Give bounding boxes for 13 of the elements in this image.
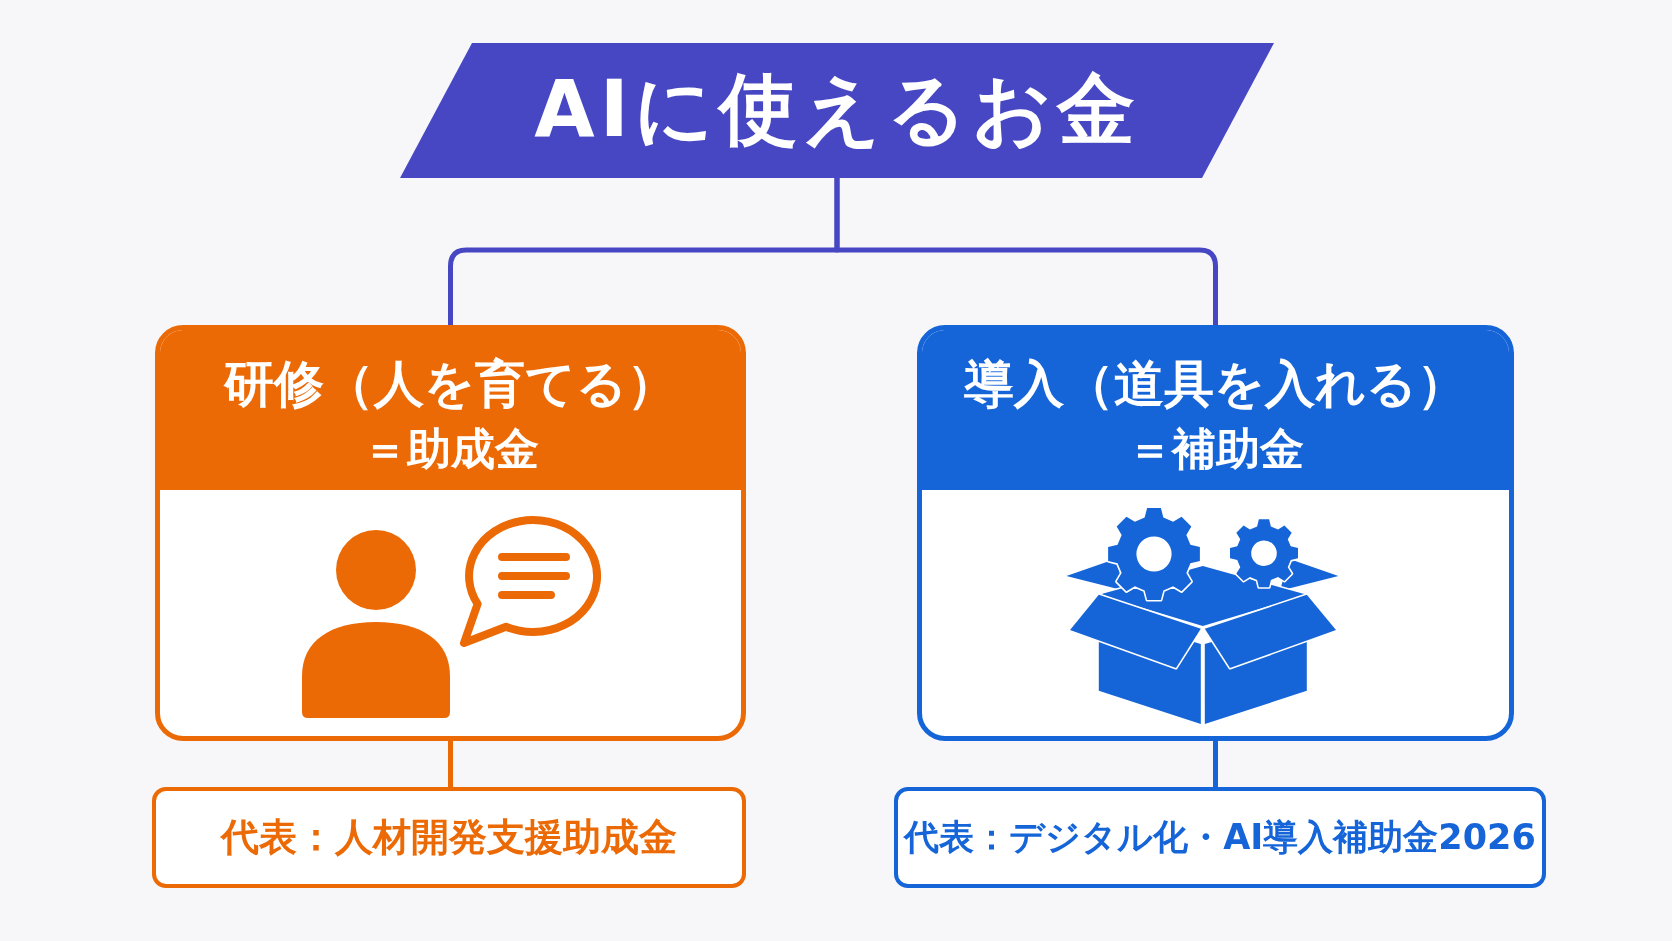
card-subtitle: ＝助成金 [362,424,539,475]
card-title: 研修（人を育てる） [224,356,677,414]
connector-line [1213,741,1218,787]
connector-line [448,741,453,787]
example-box: 代表：人材開発支援助成金 [152,787,746,888]
category-card [155,325,746,741]
title-banner [400,43,1274,178]
connector-line [834,178,1218,325]
card-subtitle: ＝補助金 [1127,424,1304,475]
card-title: 導入（道具を入れる） [964,356,1467,414]
title-text: AIに使えるお金 [534,65,1140,155]
example-box: 代表：デジタル化・AI導入補助金2026 [894,787,1546,888]
category-card [917,325,1514,741]
